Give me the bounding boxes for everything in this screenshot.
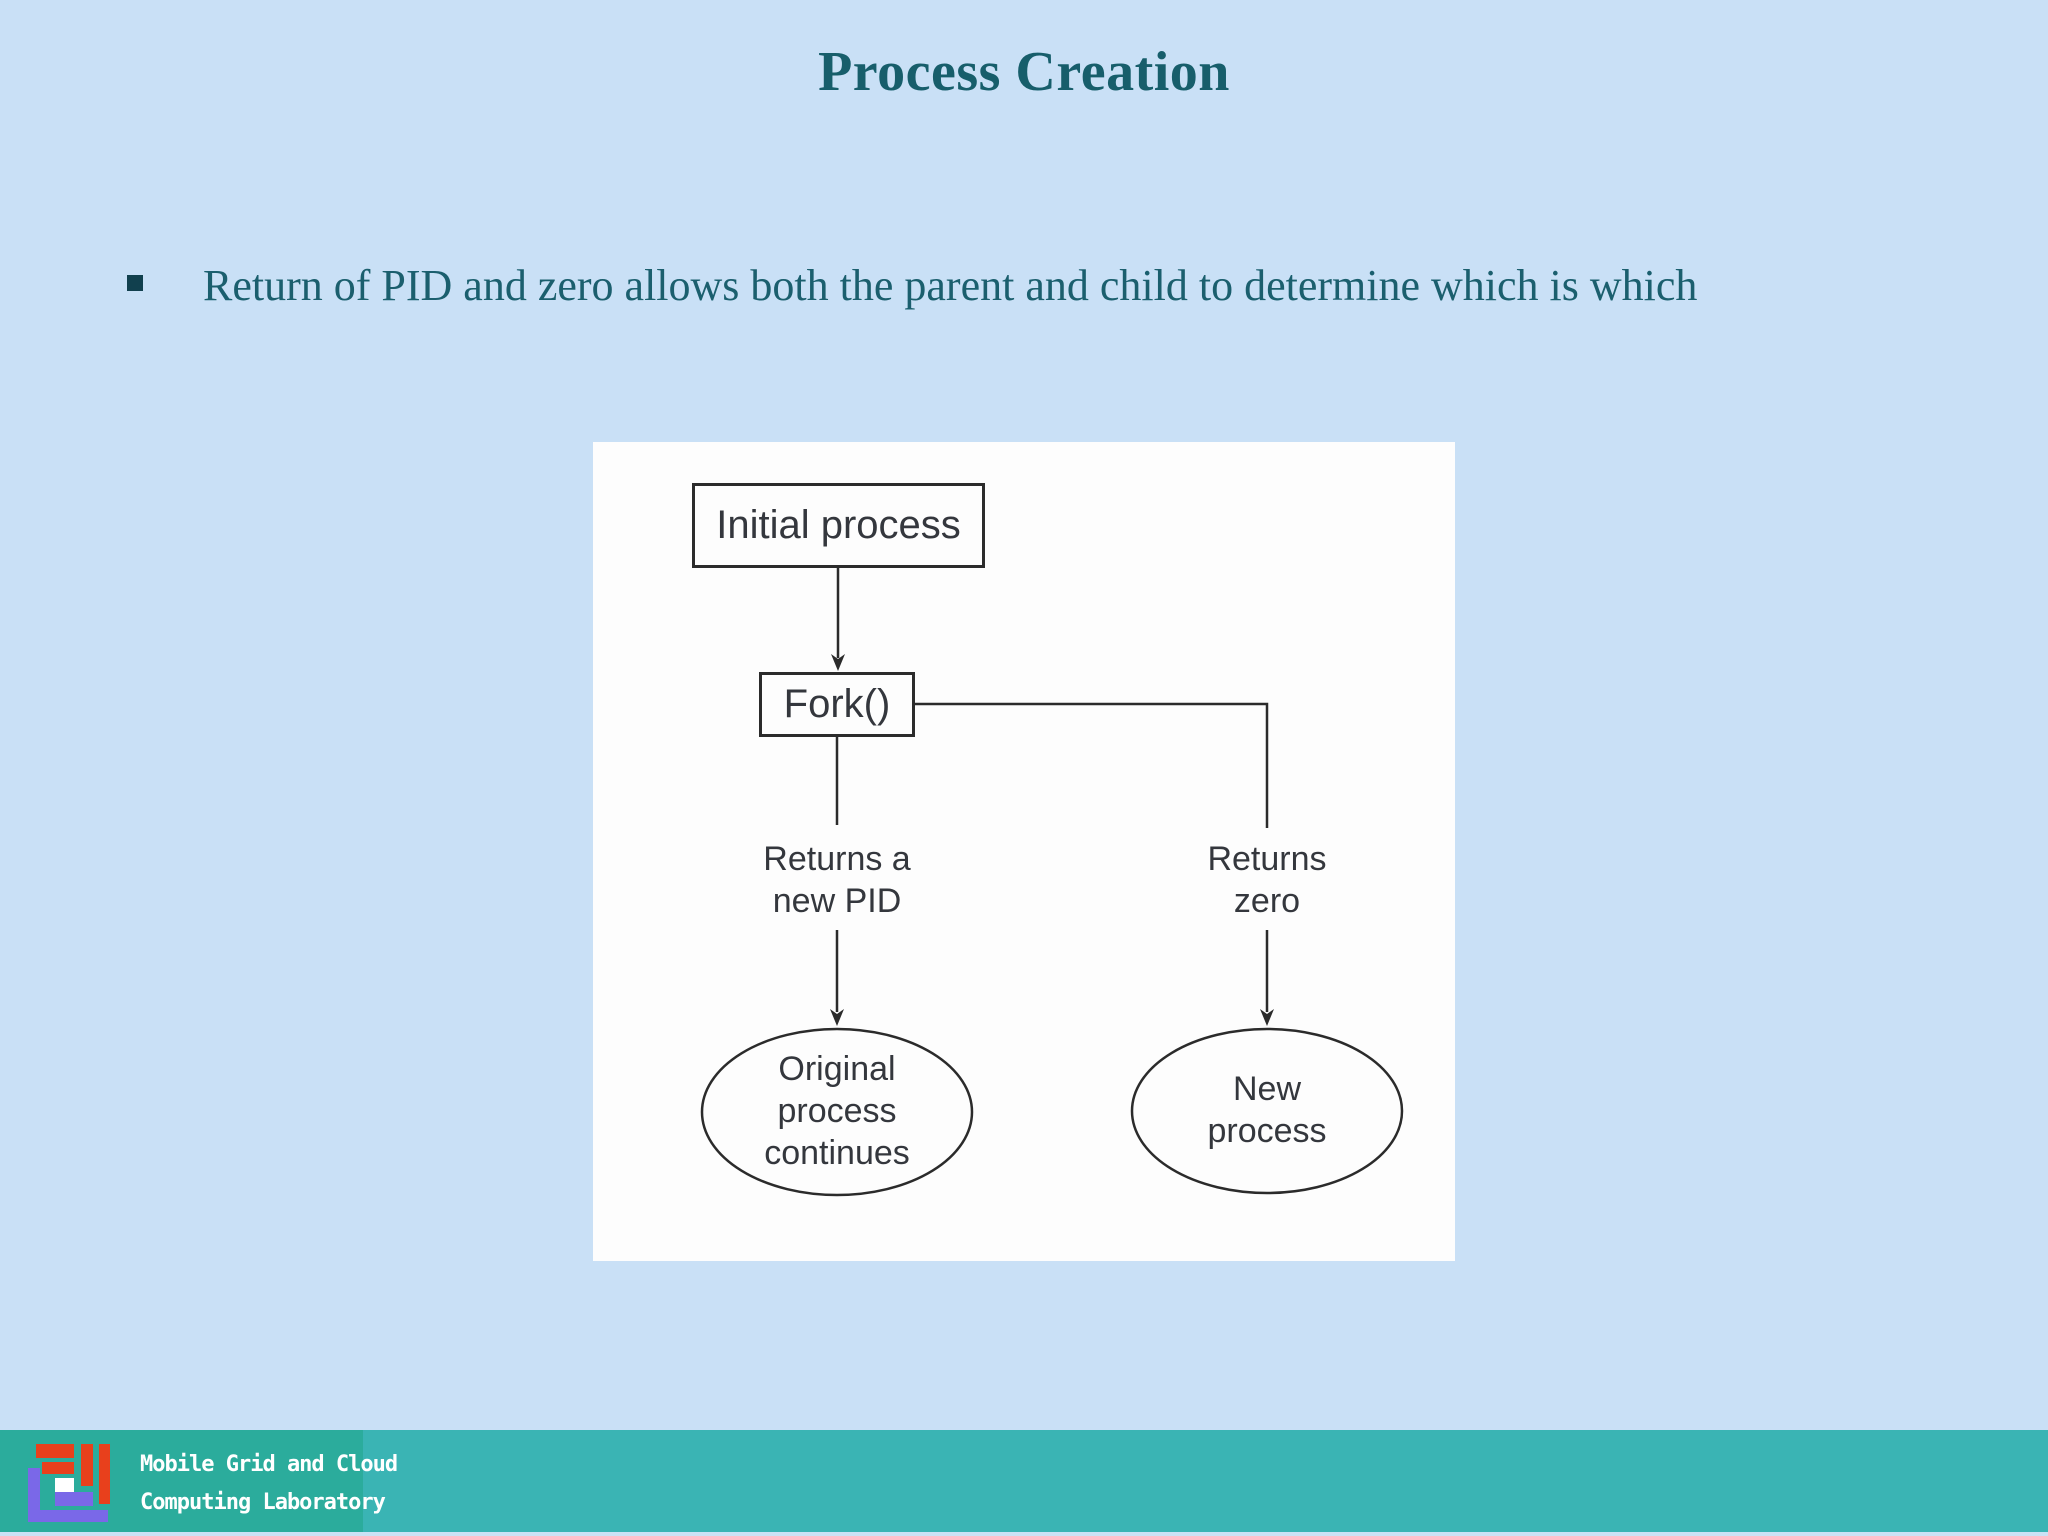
logo-block	[81, 1444, 93, 1486]
label-line: process	[777, 1092, 897, 1130]
label-returns-zero: Returns zero	[1117, 838, 1417, 922]
logo-block	[99, 1444, 110, 1504]
process-flow-diagram	[700, 568, 1404, 1197]
bottom-strip	[0, 1532, 2048, 1536]
footer-bar: Mobile Grid and Cloud Computing Laborato…	[0, 1430, 2048, 1532]
arrowhead-icon	[1260, 1009, 1274, 1026]
arrowhead-icon	[831, 654, 845, 671]
bullet-text: Return of PID and zero allows both the p…	[203, 261, 1698, 310]
lab-name: Mobile Grid and Cloud Computing Laborato…	[140, 1446, 398, 1522]
node-fork-label: Fork()	[783, 682, 891, 726]
arrowhead-icon	[830, 1009, 844, 1026]
ellipse-new-process	[1130, 1027, 1404, 1195]
bullet-item: Return of PID and zero allows both the p…	[127, 258, 1927, 314]
label-line: process	[1207, 1112, 1327, 1150]
lab-name-line2: Computing Laboratory	[140, 1490, 386, 1515]
logo-block	[55, 1492, 93, 1506]
logo-block	[42, 1462, 74, 1474]
node-fork: Fork()	[759, 672, 915, 737]
label-original-process-continues: Original process continues	[687, 1048, 987, 1174]
label-line: Returns	[1207, 840, 1327, 878]
label-new-process: New process	[1117, 1068, 1417, 1152]
label-line: new PID	[772, 882, 902, 920]
label-line: Original	[778, 1050, 896, 1088]
label-returns-new-pid: Returns a new PID	[687, 838, 987, 922]
page-title: Process Creation	[818, 41, 1230, 103]
label-line: New	[1232, 1070, 1302, 1108]
logo-block	[55, 1478, 74, 1492]
node-initial-process-label: Initial process	[716, 503, 961, 547]
label-line: continues	[764, 1134, 910, 1172]
diagram-panel: Initial process Fork() Returns a new PID…	[593, 442, 1455, 1261]
label-line: Returns a	[763, 840, 911, 878]
node-initial-process: Initial process	[692, 483, 985, 568]
label-line: zero	[1233, 882, 1301, 920]
lab-logo-icon	[28, 1444, 110, 1522]
lab-name-line1: Mobile Grid and Cloud	[140, 1452, 398, 1477]
logo-block	[36, 1444, 74, 1458]
ellipse-original-process	[700, 1027, 974, 1197]
logo-block	[28, 1468, 40, 1522]
line-fork-to-right-branch	[915, 702, 1269, 828]
bullet-square-icon	[127, 275, 143, 291]
logo-block	[38, 1510, 108, 1522]
footer-logo-block: Mobile Grid and Cloud Computing Laborato…	[0, 1430, 398, 1532]
